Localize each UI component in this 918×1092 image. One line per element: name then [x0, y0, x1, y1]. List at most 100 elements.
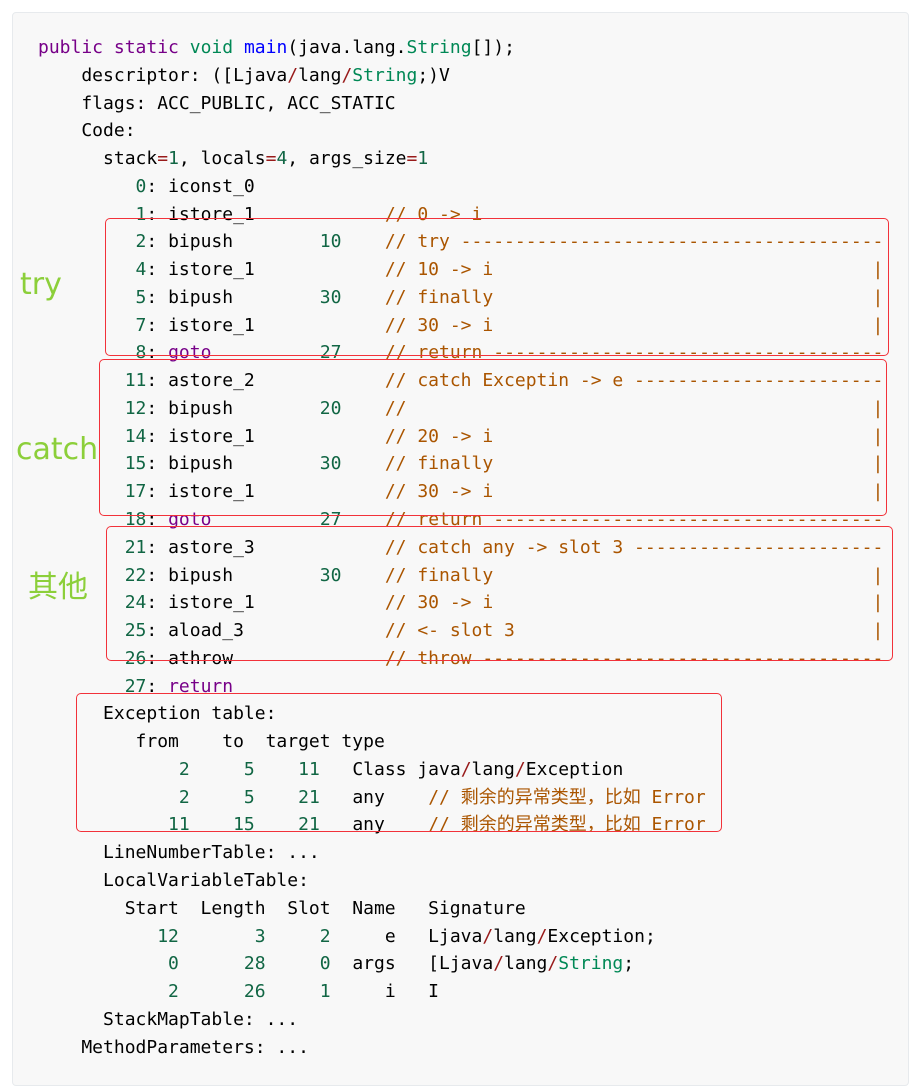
code-token-number: 4	[135, 259, 147, 281]
code-token-text: : bipush	[146, 397, 320, 419]
code-line: 11 15 21 any // 剩余的异常类型，比如 Error	[38, 811, 883, 839]
code-token-text: lang	[493, 925, 537, 947]
code-line: 15: bipush 30 // finally |	[38, 450, 884, 478]
code-token-text	[233, 37, 244, 58]
code-token-text: : istore_1	[146, 203, 385, 225]
code-token-text: from to target type	[38, 731, 385, 753]
code-token-text: []);	[471, 37, 515, 58]
code-token-text: ;	[623, 953, 635, 975]
code-token-number: 28	[243, 953, 266, 975]
code-token-number: 0	[135, 175, 147, 197]
code-token-number: 14	[124, 425, 147, 447]
code-token-number: 15	[233, 814, 255, 836]
code-token-type: String	[406, 37, 472, 58]
code-token-text	[179, 926, 255, 947]
code-token-number: 2	[319, 925, 331, 947]
code-token-comment: // 10 -> i |	[384, 259, 884, 281]
code-token-text: flags: ACC_PUBLIC, ACC_STATIC	[38, 92, 396, 114]
code-token-text: : istore_1	[146, 481, 385, 503]
code-token-operator: /	[547, 953, 559, 975]
code-token-text	[266, 926, 320, 947]
code-token-comment: // 剩余的异常类型，比如 Error	[428, 786, 706, 808]
code-token-text: : athrow	[146, 647, 385, 669]
code-token-number: 21	[298, 786, 320, 808]
code-line: 8: goto 27 // return -------------------…	[38, 339, 884, 367]
code-line: 24: istore_1 // 30 -> i |	[38, 589, 884, 617]
code-token-number: 21	[124, 536, 147, 558]
code-token-text: :	[146, 675, 169, 697]
code-token-operator: =	[406, 148, 418, 170]
code-token-text: Class java	[319, 758, 461, 780]
code-token-keyword: public	[38, 37, 104, 58]
code-token-comment: // 30 -> i |	[384, 314, 884, 336]
code-token-number: 27	[319, 342, 342, 364]
code-token-text	[179, 37, 190, 58]
code-token-keyword: goto	[168, 509, 212, 531]
code-token-number: 27	[319, 509, 342, 531]
code-token-operator: /	[514, 758, 526, 780]
code-token-text: : bipush	[146, 564, 320, 586]
code-token-operator: /	[287, 64, 299, 86]
code-token-number: 17	[124, 481, 147, 503]
code-line: 4: istore_1 // 10 -> i |	[38, 256, 884, 284]
code-token-text: Exception;	[547, 925, 656, 947]
code-token-text: :	[146, 342, 169, 364]
try-label: try	[20, 267, 62, 302]
code-token-operator: /	[460, 758, 472, 780]
code-token-number: 5	[135, 286, 147, 308]
code-line: descriptor: ([Ljava/lang/String;)V	[38, 62, 883, 90]
code-line: LineNumberTable: ...	[38, 839, 883, 867]
code-token-text: Exception	[525, 758, 624, 780]
code-line: 21: astore_3 // catch any -> slot 3 ----…	[38, 534, 884, 562]
code-line: Start Length Slot Name Signature	[38, 895, 883, 923]
code-token-text	[179, 953, 244, 974]
code-token-number: 26	[124, 647, 147, 669]
code-line: stack=1, locals=4, args_size=1	[38, 145, 883, 173]
code-line: 12 3 2 e Ljava/lang/Exception;	[38, 923, 883, 951]
code-token-text	[103, 37, 114, 58]
code-line: 11: astore_2 // catch Exceptin -> e ----…	[38, 367, 884, 395]
code-token-text: : istore_1	[146, 259, 385, 281]
code-token-comment: // return ------------------------------…	[384, 342, 884, 364]
code-token-number: 20	[319, 397, 342, 419]
code-token-text: Exception table:	[38, 703, 277, 725]
code-token-text: LocalVariableTable:	[38, 869, 309, 891]
code-line: 26: athrow // throw --------------------…	[38, 645, 884, 673]
code-token-number: 1	[168, 148, 179, 170]
code-token-text: : aload_3	[146, 620, 385, 642]
code-line: 18: goto 27 // return ------------------…	[38, 506, 884, 534]
code-line: Code:	[38, 117, 883, 145]
code-token-keyword: goto	[168, 342, 212, 364]
code-token-text: : istore_1	[146, 314, 385, 336]
code-token-number: 2	[178, 758, 190, 780]
code-token-text	[179, 981, 244, 1002]
catch-label: catch	[16, 432, 99, 467]
code-token-comment: // try ---------------------------------…	[384, 231, 884, 253]
code-line: 1: istore_1 // 0 -> i	[38, 201, 883, 229]
code-token-text: any	[319, 786, 429, 808]
code-line: 12: bipush 20 // |	[38, 395, 884, 423]
code-line: 2 5 21 any // 剩余的异常类型，比如 Error	[38, 784, 883, 812]
code-token-text: ;)V	[417, 64, 450, 86]
code-token-text: lang	[471, 758, 515, 780]
code-line: Exception table:	[38, 700, 883, 728]
code-token-comment: // finally |	[384, 453, 884, 475]
code-token-number: 1	[319, 981, 331, 1003]
code-token-number: 1	[135, 203, 147, 225]
code-token-number: 30	[319, 564, 342, 586]
code-token-text: , args_size	[287, 148, 407, 170]
code-token-number: 5	[243, 786, 255, 808]
code-token-operator: /	[482, 925, 494, 947]
try-highlight-box	[105, 218, 889, 356]
code-token-number: 2	[178, 786, 190, 808]
code-token-comment: // 30 -> i |	[384, 592, 884, 614]
code-token-number: 2	[135, 231, 147, 253]
code-line: 0 28 0 args [Ljava/lang/String;	[38, 950, 883, 978]
code-token-number: 18	[124, 509, 147, 531]
code-token-text: :	[146, 509, 169, 531]
code-token-number: 11	[124, 370, 147, 392]
code-token-text	[38, 953, 168, 974]
code-token-text	[38, 176, 136, 197]
code-token-text: : istore_1	[146, 425, 385, 447]
code-token-operator: /	[536, 925, 548, 947]
